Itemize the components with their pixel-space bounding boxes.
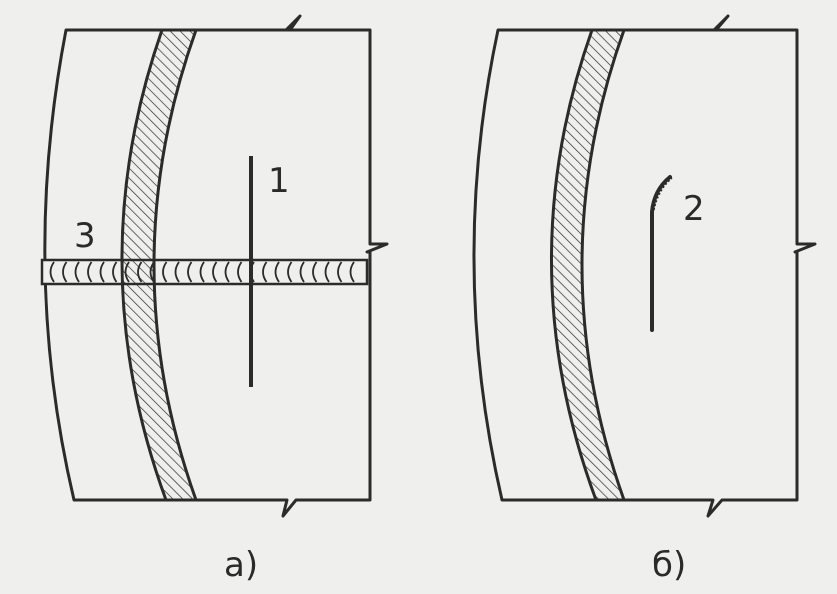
weld-ripple (349, 261, 355, 283)
weld-ripple (237, 261, 243, 283)
label-3: 3 (74, 216, 96, 256)
weld-ripple (174, 261, 180, 283)
weld-ripple (74, 261, 80, 283)
panel-b-hatched-layer (549, 28, 627, 502)
weld-ripple (262, 261, 268, 283)
weld-ripple (212, 261, 218, 283)
weld-ripple (62, 261, 68, 283)
weld-ripple (162, 261, 168, 283)
weld-ripple (99, 261, 105, 283)
weld-ripple (299, 261, 305, 283)
panel-b: 2 б) (472, 14, 817, 585)
weld-ripple (274, 261, 280, 283)
weld-ripple (324, 261, 330, 283)
weld-ripple (87, 261, 93, 283)
caption-b: б) (652, 545, 686, 585)
weld-seam (40, 258, 369, 286)
crack-2 (650, 175, 672, 332)
label-2: 2 (683, 189, 705, 229)
weld-ripple (187, 261, 193, 283)
panel-a-outline (43, 14, 389, 518)
panel-b-outline (472, 14, 817, 518)
weld-ripple (199, 261, 205, 283)
panel-a: 1 3 а) (40, 14, 389, 585)
panel-a-hatched-layer (120, 28, 199, 502)
weld-ripple (287, 261, 293, 283)
caption-a: а) (224, 545, 258, 585)
label-1: 1 (268, 161, 290, 201)
weld-ripple (337, 261, 343, 283)
weld-ripple (112, 261, 118, 283)
weld-ripple (224, 261, 230, 283)
weld-ripple (312, 261, 318, 283)
weld-ripple (49, 261, 55, 283)
